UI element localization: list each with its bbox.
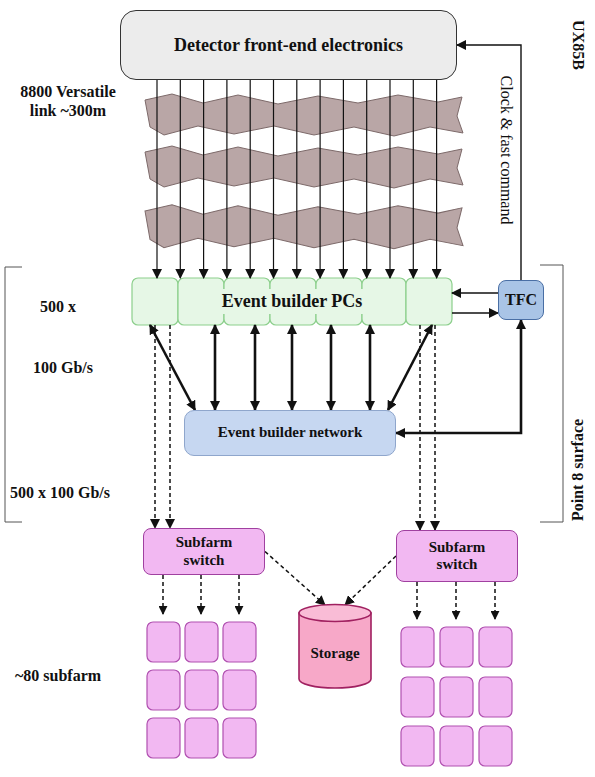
connector-line: [156, 80, 157, 278]
connector-line: [250, 80, 251, 278]
pc-row: Event builder PCs: [132, 278, 452, 325]
connector-line: [389, 80, 390, 278]
connector-line: [254, 325, 257, 410]
bracket: [5, 267, 22, 522]
side-label: UX85B: [568, 20, 587, 70]
data-arrow: [396, 320, 521, 433]
network-box: Event builder network: [184, 410, 396, 456]
connector-line: [419, 325, 421, 530]
switch-box: Subfarm switch: [396, 530, 518, 582]
connector-line: [169, 325, 171, 528]
side-label: Point 8 surface: [568, 419, 587, 521]
connector-line: [265, 552, 325, 606]
data-arrow: [150, 325, 432, 410]
connector-line: [413, 80, 414, 278]
connector-line: [320, 80, 321, 278]
side-label: ~80 subfarm: [15, 666, 101, 685]
dashed-arrow: [420, 325, 435, 530]
connector-line: [457, 45, 521, 280]
connector-line: [369, 325, 372, 410]
side-label: 100 Gb/s: [33, 358, 93, 377]
connector-line: [180, 80, 181, 278]
data-arrow: [457, 45, 521, 280]
fiber-band: [145, 94, 463, 136]
node-text: Event builder PCs: [216, 289, 369, 314]
edge-label: Clock & fast command: [496, 76, 515, 225]
connector-line: [396, 320, 521, 433]
node-text: TFC: [505, 291, 537, 309]
tfc-box: TFC: [498, 280, 544, 320]
connector-line: [154, 325, 156, 528]
connector-line: [291, 325, 294, 410]
node-text: Event builder network: [218, 424, 363, 441]
connector-line: [273, 80, 274, 278]
node-text: Subfarm switch: [159, 534, 249, 569]
frontend-box: Detector front-end electronics: [120, 10, 457, 80]
connector-line: [214, 325, 217, 410]
connector-line: [452, 312, 498, 313]
connector-line: [343, 80, 344, 278]
data-arrow: [452, 293, 498, 294]
connector-line: [436, 80, 437, 278]
node-text: Detector front-end electronics: [174, 35, 403, 56]
data-arrow: [452, 313, 498, 314]
data-arrow: [157, 80, 437, 278]
connector-line: [366, 80, 367, 278]
connector-line: [388, 325, 432, 410]
connector-line: [226, 80, 227, 278]
dashed-arrow: [345, 556, 396, 605]
switch-box: Subfarm switch: [143, 528, 265, 575]
connector-line: [203, 80, 204, 278]
connector-line: [296, 80, 297, 278]
side-label: 500 x: [40, 297, 76, 316]
node-text: Subfarm switch: [412, 539, 502, 574]
node-text: Storage: [310, 645, 359, 662]
side-label: 500 x 100 Gb/s: [10, 483, 110, 502]
fiber-band: [145, 205, 463, 249]
connector-line: [330, 325, 333, 410]
dashed-arrow: [265, 552, 325, 606]
connector-line: [434, 325, 436, 530]
pc-boxes: [132, 278, 452, 325]
connector-line: [150, 325, 195, 410]
fiber-band: [145, 146, 463, 188]
connector-line: [345, 556, 396, 605]
connector-line: [452, 292, 498, 293]
side-label: 8800 Versatile link ~300m: [12, 82, 124, 120]
storage-cylinder: Storage: [297, 603, 373, 689]
dashed-arrow: [155, 325, 170, 528]
